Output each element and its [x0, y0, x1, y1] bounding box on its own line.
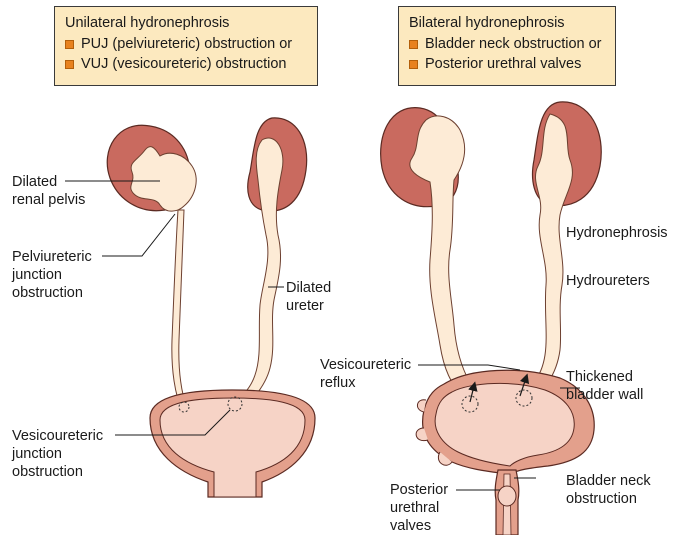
- bilateral-item: Posterior urethral valves: [409, 54, 605, 74]
- unilateral-item-2: VUJ (vesicoureteric) obstruction: [81, 54, 287, 74]
- label-pelviureteric-junction: Pelviureteric junction obstruction: [12, 248, 92, 302]
- label-vesicoureteric-reflux: Vesicoureteric reflux: [320, 356, 411, 392]
- label-dilated-renal-pelvis: Dilated renal pelvis: [12, 173, 85, 209]
- label-bladder-neck-obstruction: Bladder neck obstruction: [566, 472, 651, 508]
- bilateral-title: Bilateral hydronephrosis: [409, 13, 605, 33]
- label-thickened-bladder-wall: Thickened bladder wall: [566, 368, 643, 404]
- unilateral-box: Unilateral hydronephrosis PUJ (pelviuret…: [54, 6, 318, 86]
- left-dilated-ureter: [234, 138, 283, 406]
- bullet-icon: [409, 40, 418, 49]
- leader-reflux: [418, 365, 520, 370]
- unilateral-item: PUJ (pelviureteric) obstruction or: [65, 34, 307, 54]
- label-vesicoureteric-junction: Vesicoureteric junction obstruction: [12, 427, 103, 481]
- unilateral-item: VUJ (vesicoureteric) obstruction: [65, 54, 307, 74]
- label-posterior-urethral-valves: Posterior urethral valves: [390, 481, 448, 535]
- leader-puj: [102, 214, 175, 256]
- bullet-icon: [65, 40, 74, 49]
- right-urinary-tract: [381, 102, 602, 535]
- bilateral-item: Bladder neck obstruction or: [409, 34, 605, 54]
- unilateral-item-1: PUJ (pelviureteric) obstruction or: [81, 34, 292, 54]
- bilateral-box: Bilateral hydronephrosis Bladder neck ob…: [398, 6, 616, 86]
- bullet-icon: [409, 60, 418, 69]
- left-bladder-lumen: [160, 398, 305, 497]
- right-hydronephrosis-a: [410, 116, 472, 390]
- left-ureter-a: [172, 210, 187, 410]
- bilateral-item-1: Bladder neck obstruction or: [425, 34, 602, 54]
- unilateral-title: Unilateral hydronephrosis: [65, 13, 307, 33]
- bilateral-item-2: Posterior urethral valves: [425, 54, 581, 74]
- posterior-valve-bulge: [498, 486, 516, 506]
- label-dilated-ureter: Dilated ureter: [286, 279, 331, 315]
- label-hydronephrosis: Hydronephrosis: [566, 224, 668, 242]
- bullet-icon: [65, 60, 74, 69]
- label-hydroureters: Hydroureters: [566, 272, 650, 290]
